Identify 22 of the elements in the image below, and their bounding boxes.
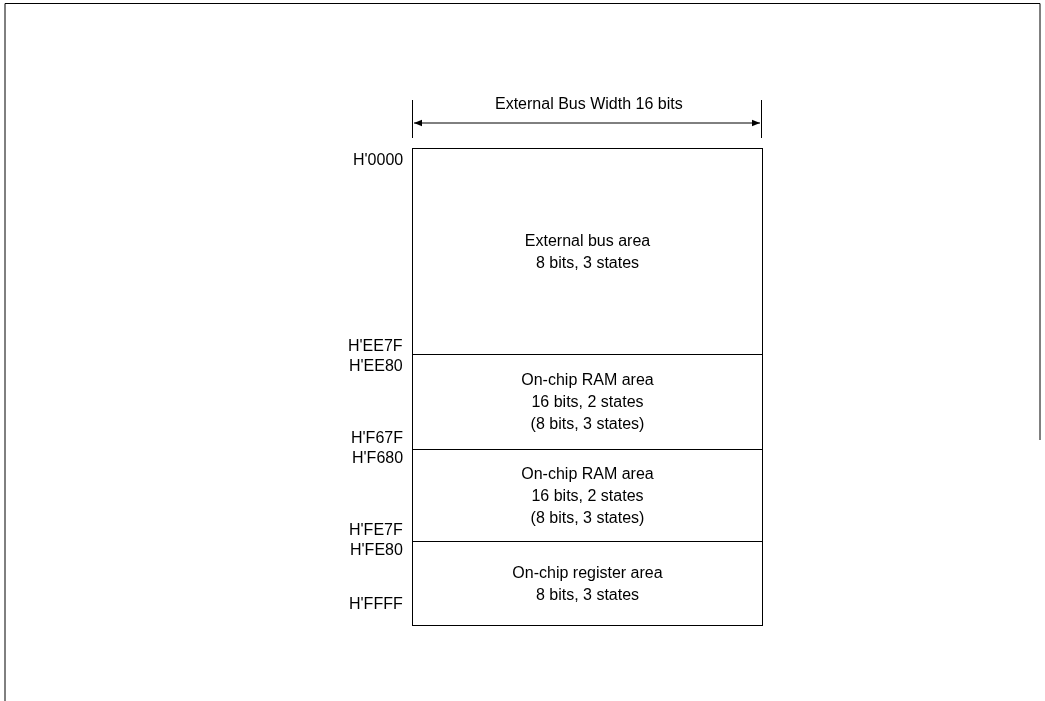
area-text: (8 bits, 3 states) — [530, 414, 645, 434]
address-label: H'EE7F — [348, 336, 403, 356]
address-label: H'EE80 — [349, 356, 403, 376]
area-text: On-chip RAM area — [521, 463, 654, 484]
memory-area-box — [412, 541, 763, 626]
memory-area-box — [412, 354, 763, 450]
area-text: On-chip register area — [512, 562, 663, 583]
area-text: (8 bits, 3 states) — [530, 507, 645, 528]
address-label: H'0000 — [353, 150, 404, 170]
memory-area-box — [412, 449, 763, 542]
address-label: H'F680 — [352, 448, 404, 468]
area-text: 8 bits, 3 states — [535, 584, 640, 605]
address-label: H'F67F — [351, 428, 403, 448]
address-label: H'FE80 — [350, 540, 403, 560]
memory-area-box — [412, 148, 763, 355]
area-text: 8 bits, 3 states — [535, 252, 640, 273]
address-label: H'FE7F — [349, 520, 403, 540]
area-text: 16 bits, 2 states — [531, 485, 644, 506]
address-label: H'FFFF — [349, 594, 403, 614]
area-text: External bus area — [524, 230, 651, 251]
area-text: On-chip RAM area — [521, 370, 654, 390]
area-text: 16 bits, 2 states — [531, 392, 644, 412]
